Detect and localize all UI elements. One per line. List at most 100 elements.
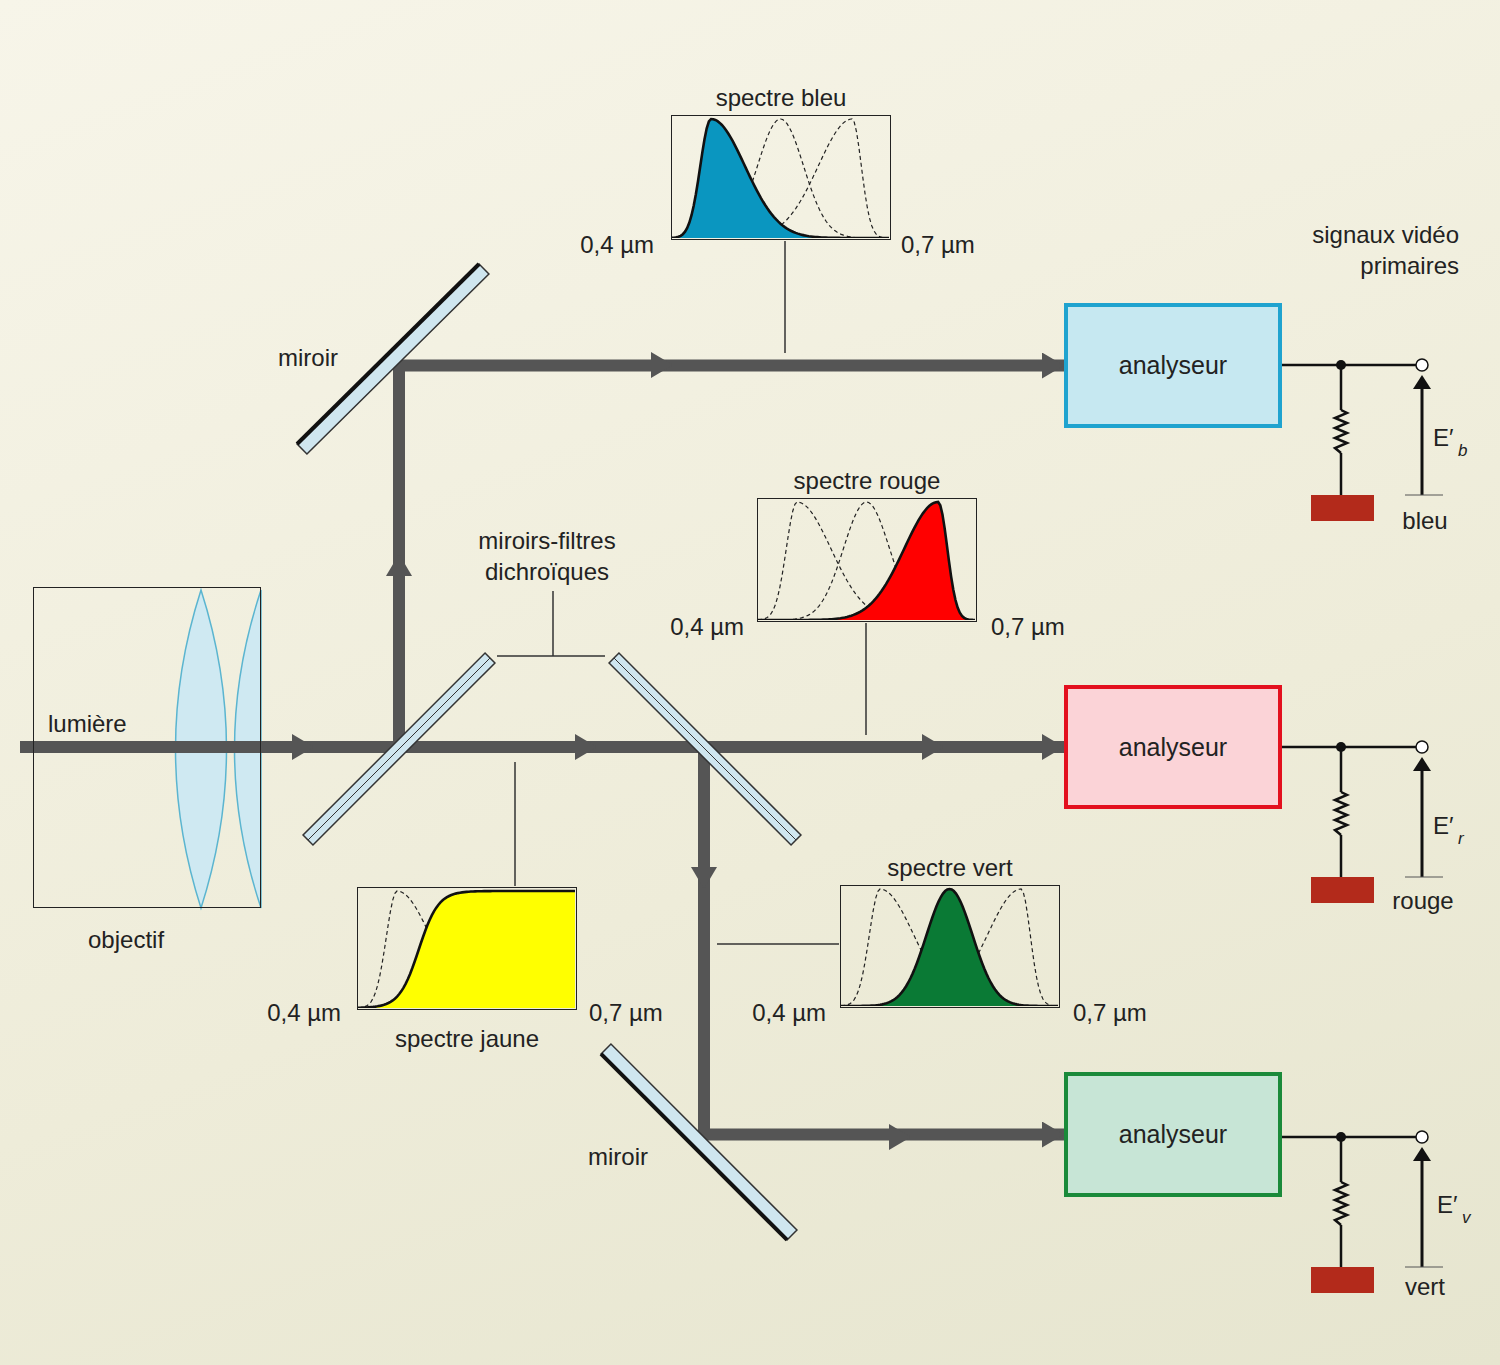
sensitivity-curve xyxy=(672,119,889,238)
analyser-box: analyseur xyxy=(1064,303,1282,428)
part-name: miroirs-filtres dichroïques xyxy=(440,525,655,587)
spectrum-fill xyxy=(358,891,575,1008)
signal-name: rouge xyxy=(1392,885,1453,916)
signal-subscript: r xyxy=(1458,828,1464,850)
voltage-arrowhead xyxy=(1413,757,1431,771)
signal-subscript: v xyxy=(1462,1207,1471,1229)
leader-line xyxy=(784,241,786,353)
dimension: 0,7 µm xyxy=(589,997,663,1028)
voltage-arrow xyxy=(1421,769,1424,877)
output-terminal xyxy=(1416,1131,1428,1143)
signal-name: E′ xyxy=(1433,810,1454,841)
output-terminal xyxy=(1416,359,1428,371)
direction-arrow xyxy=(922,734,944,760)
dichroic-mirror-layer xyxy=(308,658,490,840)
part-name: miroir xyxy=(588,1141,648,1172)
spectrum-curve xyxy=(358,891,575,1008)
resistor-symbol xyxy=(1335,410,1347,453)
bracket xyxy=(552,591,554,656)
signal-subscript: b xyxy=(1458,440,1467,462)
sensitivity-curve xyxy=(358,891,575,1008)
leader-line xyxy=(717,943,839,945)
mirror xyxy=(601,1044,797,1240)
note: signaux vidéo primaires xyxy=(1244,219,1459,281)
direction-arrow xyxy=(575,734,597,760)
wire xyxy=(1340,747,1343,792)
spectrum-fill xyxy=(672,119,889,238)
sensitivity-curve xyxy=(672,119,889,238)
spectrum-plot: spectre rouge xyxy=(757,498,977,622)
dimension: 0,4 µm xyxy=(752,997,826,1028)
ground-symbol xyxy=(1311,495,1374,521)
sensitivity-curve xyxy=(841,889,1058,1006)
sensitivity-curve xyxy=(758,502,975,620)
dimension: 0,4 µm xyxy=(670,611,744,642)
resistor-symbol xyxy=(1335,792,1347,835)
plot-title: spectre vert xyxy=(887,852,1012,883)
leader-line xyxy=(865,623,867,735)
bracket xyxy=(497,655,605,657)
leader-line xyxy=(514,762,516,886)
spectrum-curves xyxy=(358,888,575,1008)
signal-name: E′ xyxy=(1437,1189,1458,1220)
dichroic-mirror xyxy=(609,653,801,845)
dimension: 0,7 µm xyxy=(1073,997,1147,1028)
analyser-box: analyseur xyxy=(1064,685,1282,809)
part-name: objectif xyxy=(88,924,164,955)
ground-symbol xyxy=(1311,1267,1374,1293)
direction-arrow xyxy=(651,352,673,378)
spectrum-plot: spectre bleu xyxy=(671,115,891,240)
light-beam xyxy=(261,366,1064,748)
lens-housing: lumièreobjectif xyxy=(33,587,261,908)
direction-arrow xyxy=(386,554,412,576)
spectrum-curves xyxy=(841,886,1058,1006)
wire xyxy=(1340,365,1343,410)
wire xyxy=(1340,835,1343,877)
part-name: miroir xyxy=(278,342,338,373)
dichroic-mirror xyxy=(303,653,495,845)
voltage-base xyxy=(1405,495,1443,496)
voltage-arrowhead xyxy=(1413,1147,1431,1161)
direction-arrow xyxy=(292,734,314,760)
wire xyxy=(1340,1137,1343,1182)
box-label: analyseur xyxy=(1119,349,1227,382)
dimension: 0,7 µm xyxy=(901,229,975,260)
wire xyxy=(1282,1136,1416,1139)
voltage-base xyxy=(1405,1267,1443,1268)
spectrum-curve xyxy=(841,889,1058,1006)
spectrum-plot: spectre jaune xyxy=(357,887,577,1010)
plot-title: spectre bleu xyxy=(716,82,847,113)
resistor-symbol xyxy=(1335,1182,1347,1225)
voltage-arrowhead xyxy=(1413,375,1431,389)
dichroic-mirror-layer xyxy=(614,658,796,840)
signal-name: E′ xyxy=(1433,422,1454,453)
beam-label: lumière xyxy=(48,708,127,739)
signal-name: vert xyxy=(1405,1271,1445,1302)
sensitivity-curve xyxy=(758,502,975,620)
direction-arrow xyxy=(691,867,717,889)
box-label: analyseur xyxy=(1119,1118,1227,1151)
dimension: 0,4 µm xyxy=(267,997,341,1028)
spectrum-plot: spectre vert xyxy=(840,885,1060,1008)
analyser-box: analyseur xyxy=(1064,1072,1282,1197)
voltage-base xyxy=(1405,877,1443,878)
wire xyxy=(1340,453,1343,495)
wire xyxy=(1282,746,1416,749)
wire xyxy=(1282,364,1416,367)
ground-symbol xyxy=(1311,877,1374,903)
output-terminal xyxy=(1416,741,1428,753)
wire xyxy=(1340,1225,1343,1267)
spectrum-curve xyxy=(672,119,889,238)
light-beam xyxy=(20,741,262,753)
sensitivity-curve xyxy=(841,889,1058,1006)
dimension: 0,4 µm xyxy=(580,229,654,260)
signal-name: bleu xyxy=(1402,505,1447,536)
box-label: analyseur xyxy=(1119,731,1227,764)
light-beam xyxy=(261,747,1064,1135)
spectrum-fill xyxy=(758,502,975,620)
dimension: 0,7 µm xyxy=(991,611,1065,642)
voltage-arrow xyxy=(1421,387,1424,495)
spectrum-curves xyxy=(758,499,975,620)
spectrum-fill xyxy=(841,889,1058,1006)
